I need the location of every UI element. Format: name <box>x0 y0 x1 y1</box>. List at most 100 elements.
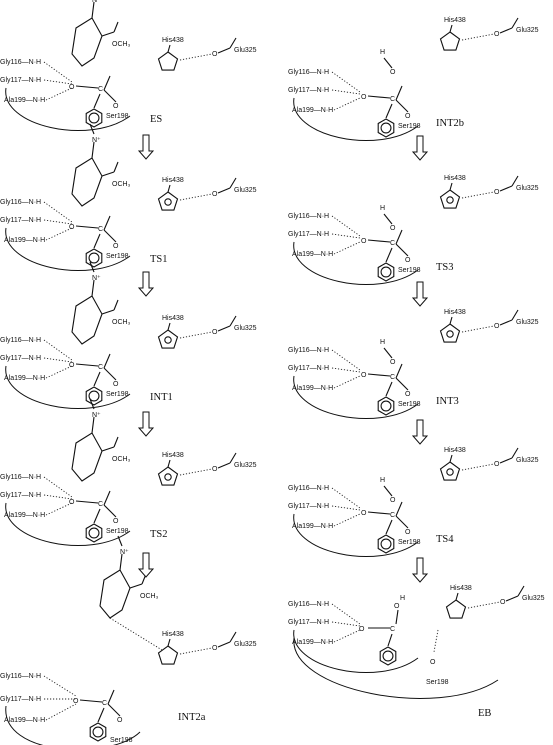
glu-o: O <box>494 31 500 38</box>
hbond-his-glu <box>179 53 213 61</box>
aromatic-circle <box>88 112 100 124</box>
c-oser-bond <box>107 703 121 717</box>
protein-backbone-arc <box>5 227 131 271</box>
c-oser-bond <box>395 99 409 113</box>
ser-oxygen: O <box>405 113 411 120</box>
arrow-shape <box>137 271 155 297</box>
c-oacyl-bond <box>395 363 403 379</box>
ser198-label: Ser198 <box>426 679 449 686</box>
c-o-bond <box>367 373 391 377</box>
his-chain <box>455 592 459 601</box>
hbond-gly116 <box>43 675 77 697</box>
his-chain <box>167 184 171 193</box>
hbond-gly117 <box>331 367 361 373</box>
acyl-c: C <box>390 626 395 633</box>
hbond-gly117 <box>43 219 73 225</box>
glu-o: O <box>494 189 500 196</box>
n-plus: N⁺ <box>92 275 101 282</box>
ser-oxygen: O <box>113 103 119 110</box>
c-oacyl-bond <box>103 75 111 91</box>
c-phenyl-bond <box>93 93 101 109</box>
ser198-label: Ser198 <box>398 267 421 274</box>
glu-c <box>499 457 513 464</box>
c-phenyl <box>387 633 393 647</box>
n-bridge <box>91 416 95 434</box>
ser198-label: Ser198 <box>106 253 129 260</box>
c-o-bond <box>75 363 99 367</box>
arrow-shape <box>411 557 429 583</box>
state-label-int2a: INT2a <box>178 712 206 723</box>
ser-oxygen: O <box>113 381 119 388</box>
imidazole-ring <box>439 31 461 51</box>
carbonyl-c: C <box>98 501 103 508</box>
phenyl-ring <box>377 118 395 138</box>
c-o-bond <box>75 85 99 89</box>
glu-co <box>511 447 519 459</box>
hbond-his-glu <box>179 647 213 655</box>
his438-label: His438 <box>444 447 466 454</box>
ala199-label: Ala199—N·H <box>292 385 333 392</box>
ala199-label: Ala199—N·H <box>292 639 333 646</box>
imidazole-ring <box>439 323 461 343</box>
c-o-bond <box>79 699 103 703</box>
n-methyl <box>89 261 95 273</box>
c-oacyl-bond <box>107 689 115 705</box>
c-o-bond <box>367 239 391 243</box>
ser198-label: Ser198 <box>398 401 421 408</box>
ester-co <box>113 161 119 173</box>
water-o: O <box>390 225 396 232</box>
water-o: O <box>390 497 396 504</box>
c-phenyl-bond <box>385 103 393 119</box>
glu-c <box>217 187 231 194</box>
gly117-label: Gly117—N·H <box>0 77 41 84</box>
n-plus: N⁺ <box>92 137 101 144</box>
c-phenyl-bond <box>93 508 101 524</box>
c-o-bond <box>367 511 391 515</box>
carbonyl-c: C <box>98 86 103 93</box>
gly116-label: Gly116—N·H <box>288 347 329 354</box>
glu325-label: Glu325 <box>234 462 257 469</box>
n-bridge <box>91 279 95 297</box>
water-oh <box>383 213 393 225</box>
arrow-left-1 <box>137 134 155 160</box>
state-label-eb: EB <box>478 708 491 719</box>
aromatic-circle <box>380 122 392 134</box>
ester-c <box>129 583 143 589</box>
hbond-his-glu <box>461 191 495 199</box>
c-oacyl-bond <box>395 229 403 245</box>
glu-o: O <box>212 329 218 336</box>
hbond-gly117 <box>331 621 361 627</box>
state-label-int3: INT3 <box>436 396 459 407</box>
protein-backbone-arc <box>293 513 419 557</box>
water-h: H <box>380 205 385 212</box>
gly116-label: Gly116—N·H <box>0 474 41 481</box>
charge-circle <box>446 330 454 338</box>
hbond-his-glu <box>179 193 213 201</box>
oxyanion-o: O <box>69 499 75 506</box>
imidazole-ring <box>439 189 461 209</box>
oxyanion-o: O <box>69 224 75 231</box>
ser198-label: Ser198 <box>106 113 129 120</box>
imidazole-ring <box>157 51 179 71</box>
carbonyl-c: C <box>98 364 103 371</box>
hbond-ala199 <box>333 513 361 527</box>
phenyl-ring <box>85 523 103 543</box>
ester-c <box>101 446 115 452</box>
state-label-ts2: TS2 <box>150 529 168 540</box>
hbond-his-glu <box>179 331 213 339</box>
oxyanion-o: O <box>69 362 75 369</box>
state-label-int2b: INT2b <box>436 118 464 129</box>
his438-label: His438 <box>162 315 184 322</box>
carbonyl-c: C <box>98 226 103 233</box>
arrow-right-3 <box>411 419 429 445</box>
his-chain <box>167 322 171 331</box>
glu-c <box>217 641 231 648</box>
ser-oxygen: O <box>117 717 123 724</box>
ser198-label: Ser198 <box>398 123 421 130</box>
ester-c <box>101 309 115 315</box>
gly117-label: Gly117—N·H <box>288 231 329 238</box>
ala199-label: Ala199—N·H <box>4 717 45 724</box>
protein-backbone-arc <box>5 705 141 745</box>
phenyl-ring <box>89 722 107 742</box>
